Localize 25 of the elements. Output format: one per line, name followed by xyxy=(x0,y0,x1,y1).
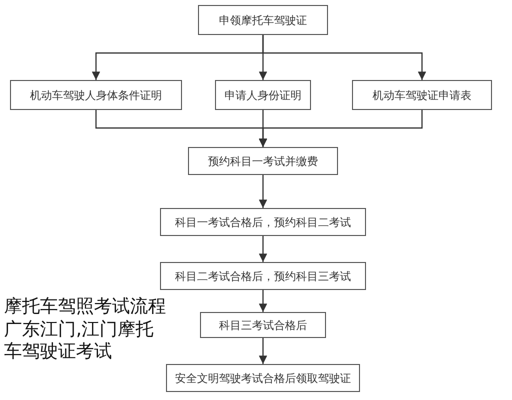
box-label: 科目三考试合格后 xyxy=(219,318,307,332)
caption: 摩托车驾照考试流程广东江门,江门摩托车驾驶证考试 xyxy=(4,296,167,364)
arrow xyxy=(262,35,426,80)
box-label: 科目二考试合格后，预约科目三考试 xyxy=(175,268,351,284)
box-label: 安全文明驾驶考试合格后领取驾驶证 xyxy=(175,370,351,386)
box-label: 预约科目一考试并缴费 xyxy=(208,154,318,168)
arrow xyxy=(258,338,268,364)
arrow xyxy=(258,110,423,147)
box-label: 申请人身份证明 xyxy=(224,88,302,102)
box-label: 机动车驾驶人身体条件证明 xyxy=(30,88,162,102)
arrow xyxy=(258,236,268,262)
process-box xyxy=(188,147,338,175)
process-box xyxy=(215,80,311,110)
process-box xyxy=(160,262,366,290)
arrow xyxy=(258,290,268,312)
box-label: 机动车驾驶证申请表 xyxy=(372,88,472,102)
process-box xyxy=(198,5,328,35)
arrow xyxy=(258,175,268,208)
process-box xyxy=(10,80,182,110)
process-box xyxy=(166,364,360,392)
process-box xyxy=(200,312,326,338)
box-label: 申领摩托车驾驶证 xyxy=(219,12,307,28)
process-box xyxy=(160,208,366,236)
box-label: 科目一考试合格后，预约科目二考试 xyxy=(175,214,351,230)
process-box xyxy=(352,80,492,110)
